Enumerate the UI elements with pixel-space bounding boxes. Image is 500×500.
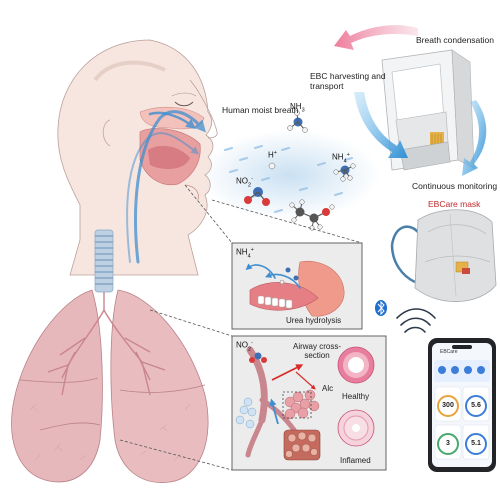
bluetooth-icon xyxy=(375,300,387,316)
inflamed-airway xyxy=(337,409,375,447)
airflow-arrows-head xyxy=(126,110,206,264)
ebcare-mask xyxy=(390,209,497,302)
callout-lines xyxy=(119,184,363,471)
airway-inset xyxy=(231,335,387,471)
phone-reading-1: 300 xyxy=(442,402,454,409)
label-inset-nh4: NH4+ xyxy=(236,247,254,260)
label-inset-no2: NO2- xyxy=(236,340,253,353)
phone-app-title: EBCare xyxy=(440,349,458,355)
label-human-moist-breath: Human moist breath xyxy=(222,105,299,115)
wireless-signal-icon xyxy=(396,308,436,333)
phone-reading-3: 3 xyxy=(446,440,450,447)
phone-reading-4: 5.1 xyxy=(471,440,481,447)
label-no2-minus: NO2- xyxy=(236,176,253,189)
nh3-molecule xyxy=(287,110,308,133)
label-urea-hydrolysis: Urea hydrolysis xyxy=(286,316,342,325)
label-airway-cross-section: Airway cross-section xyxy=(292,342,341,361)
no2-molecule xyxy=(244,187,270,206)
h-ion xyxy=(268,162,276,170)
condensation-device xyxy=(381,49,475,171)
label-breath-condensation: Breath condensation xyxy=(416,35,494,45)
pink-flow-arrow xyxy=(334,25,418,50)
nh4-molecule xyxy=(333,163,356,182)
phone-reading-2: 5.6 xyxy=(471,402,481,409)
label-ebc-harvesting: EBC harvesting and transport xyxy=(310,71,386,91)
blue-flow-arrow-left xyxy=(354,92,408,158)
label-nh3: NH3 xyxy=(290,102,305,114)
trachea xyxy=(94,229,114,293)
alveolar-tissue xyxy=(283,429,321,461)
label-healthy: Healthy xyxy=(342,392,370,401)
lungs xyxy=(11,289,209,483)
smartphone xyxy=(428,338,496,472)
healthy-airway xyxy=(337,346,375,384)
label-inflamed: Inflamed xyxy=(340,456,371,465)
label-nh4-plus: NH4+ xyxy=(332,152,350,165)
nasal-oral-cavity xyxy=(139,106,205,201)
label-ebcare-mask: EBCare mask xyxy=(428,199,481,209)
blue-flow-arrow-right xyxy=(462,100,487,176)
label-continuous-monitoring: Continuous monitoring xyxy=(412,181,498,191)
label-h-plus: H+ xyxy=(268,150,277,160)
label-alc: Alc xyxy=(322,384,334,393)
ethanol-molecule xyxy=(289,199,335,231)
urea-hydrolysis-inset xyxy=(231,242,363,330)
